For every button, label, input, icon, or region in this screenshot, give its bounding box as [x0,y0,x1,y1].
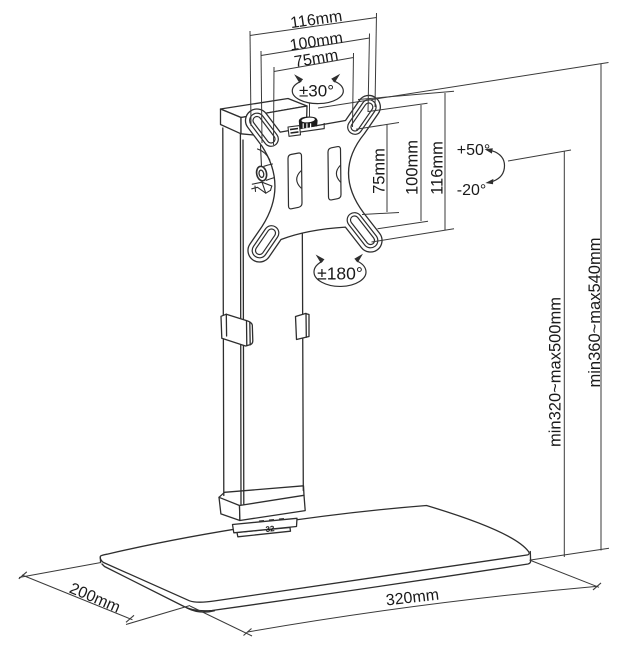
svg-text:32: 32 [265,524,275,534]
svg-text:-20°: -20° [457,182,487,199]
svg-text:min320~max500mm: min320~max500mm [547,297,565,447]
svg-text:±180°: ±180° [317,264,363,284]
svg-text:+50°: +50° [457,142,491,159]
svg-text:75mm: 75mm [371,148,389,194]
svg-text:320mm: 320mm [385,587,440,610]
svg-text:116mm: 116mm [429,141,447,195]
svg-text:min360~max540mm: min360~max540mm [586,238,604,388]
svg-text:100mm: 100mm [404,140,422,195]
svg-text:±30°: ±30° [299,82,334,101]
